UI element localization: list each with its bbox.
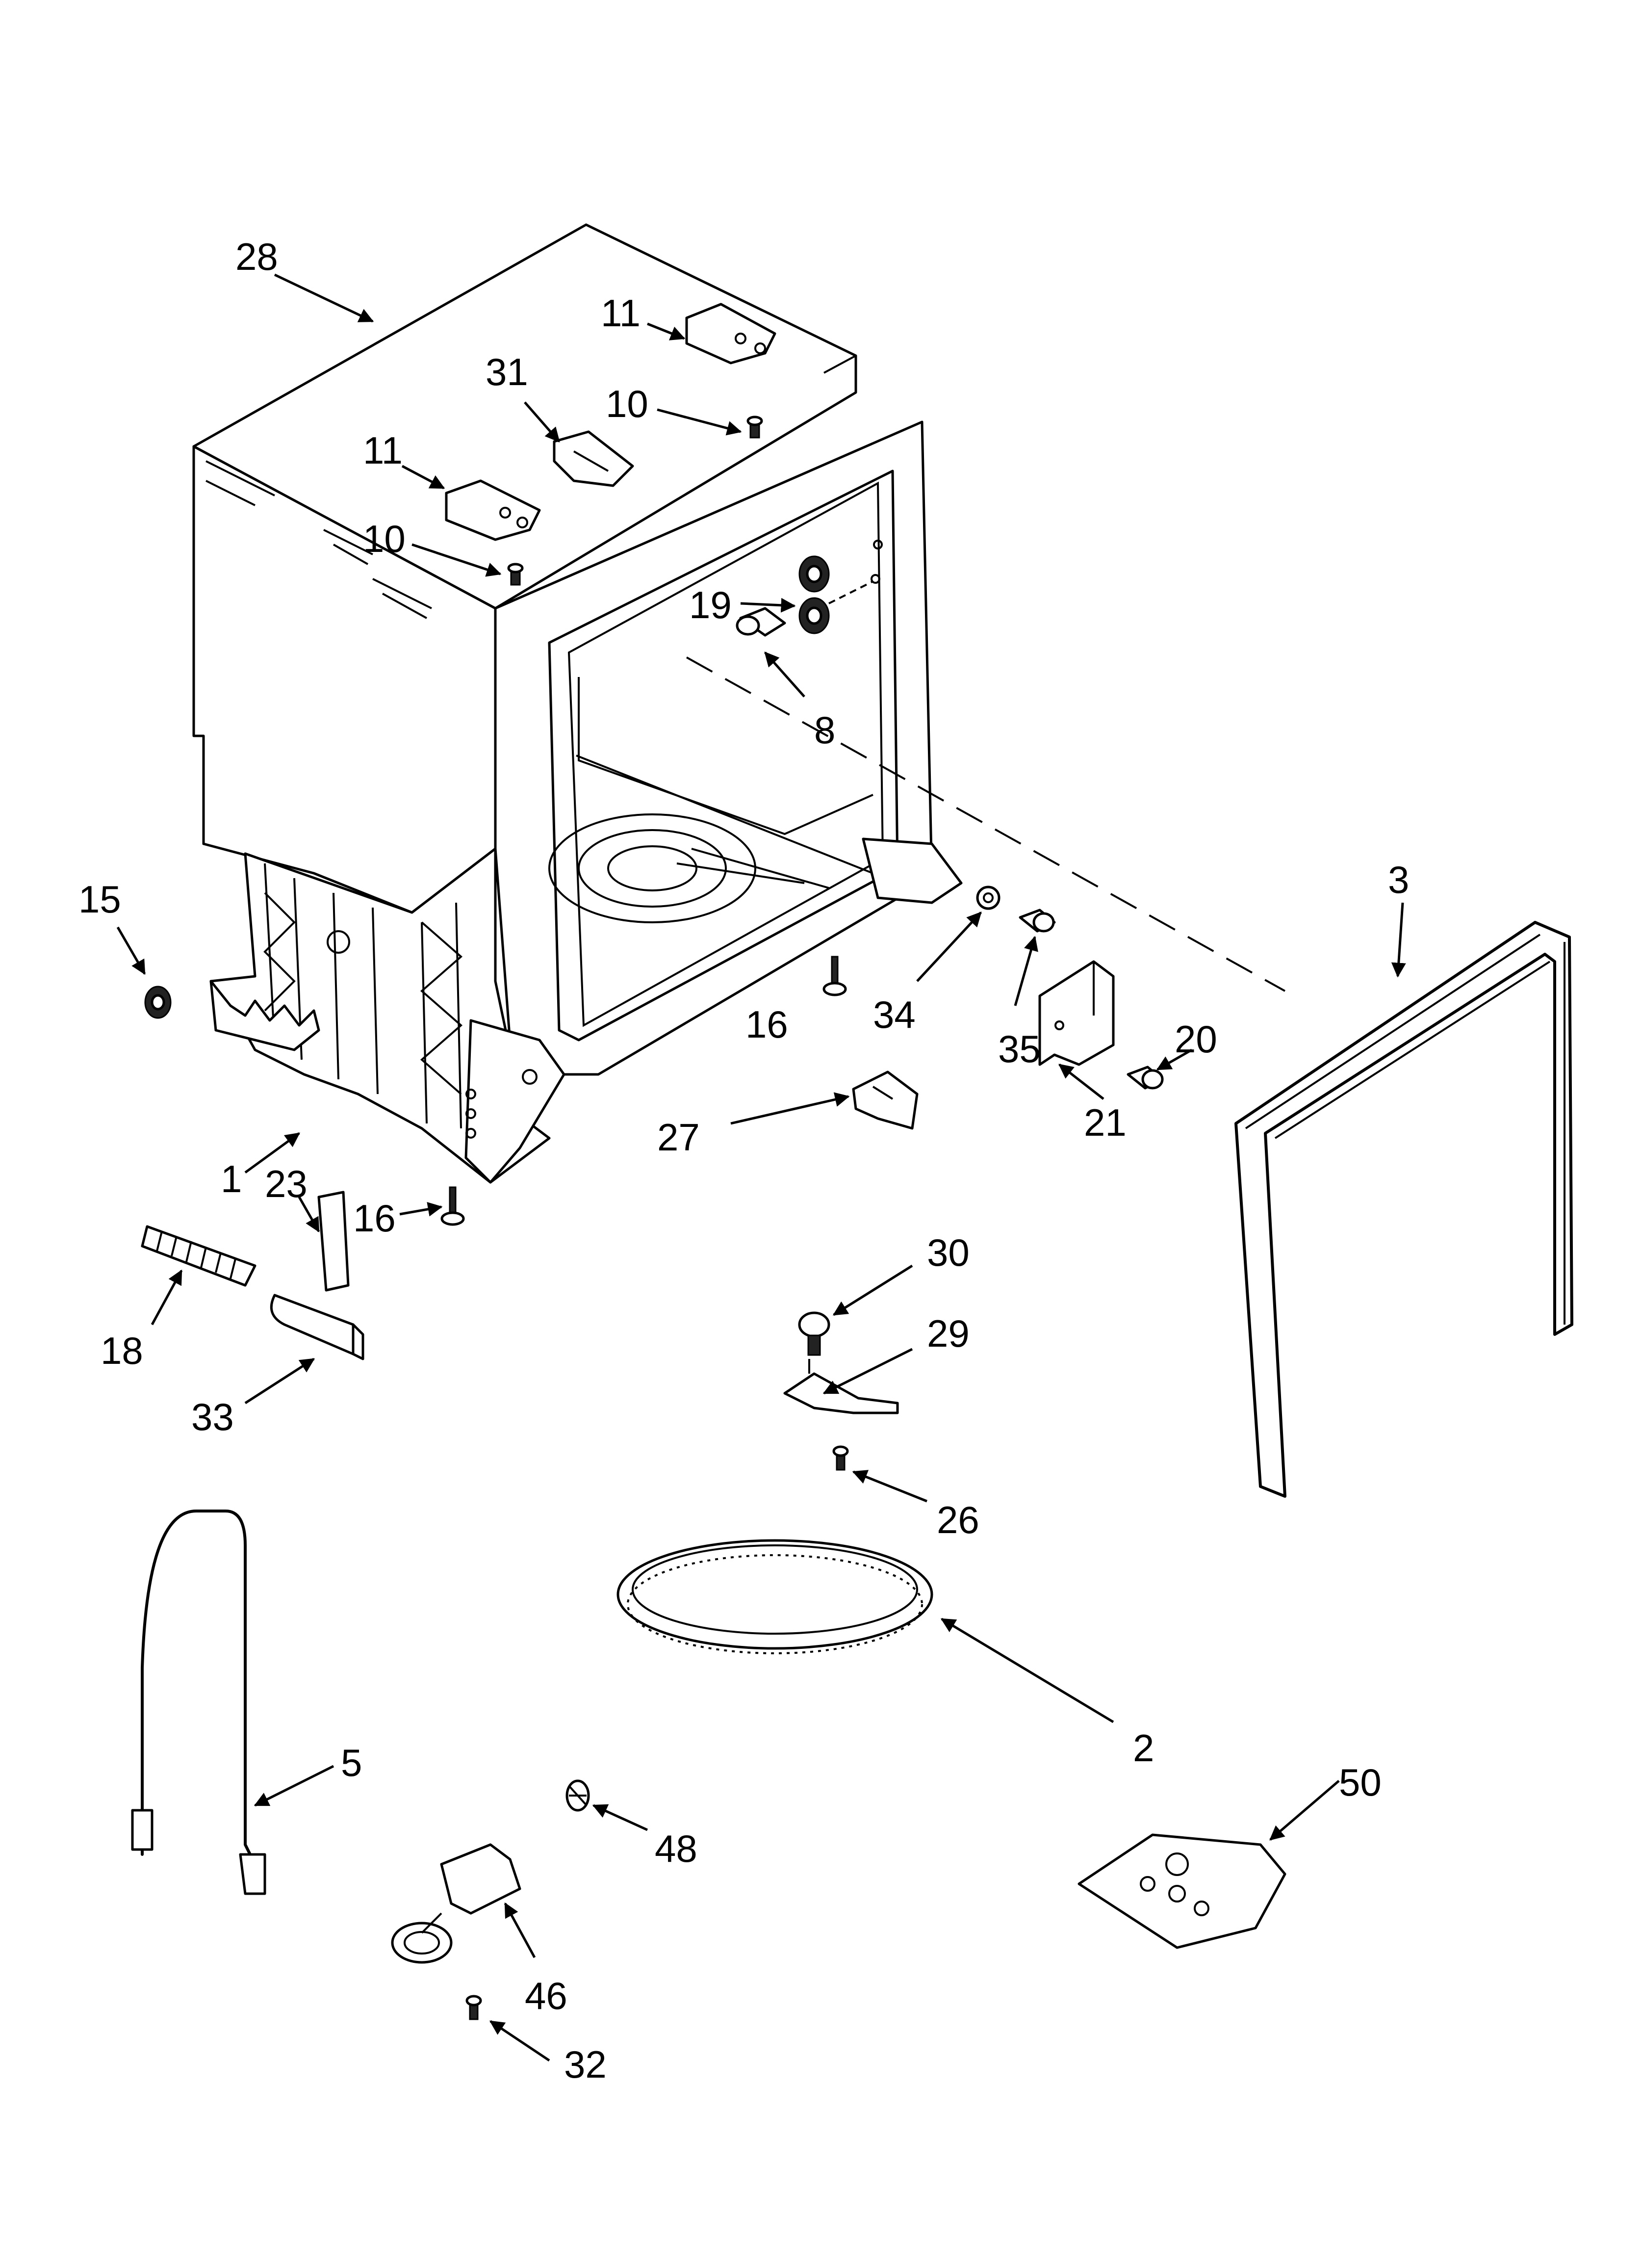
hinge-bracket-left — [445, 479, 541, 541]
callout-15: 15 — [78, 878, 121, 921]
callout-16-right: 16 — [745, 1003, 788, 1046]
callout-11-left: 11 — [363, 429, 403, 472]
hinge-bracket-top — [685, 303, 776, 365]
roller-19 — [798, 540, 883, 634]
bracket-29 — [783, 1359, 899, 1414]
callout-29: 29 — [927, 1312, 970, 1355]
screw-35 — [1019, 909, 1056, 933]
leader-lines — [116, 273, 1406, 2062]
callout-35: 35 — [998, 1027, 1041, 1070]
callout-10-top: 10 — [606, 382, 648, 425]
callout-31: 31 — [486, 350, 528, 393]
bracket-21 — [1038, 960, 1115, 1066]
washer-34 — [976, 886, 1001, 910]
callout-18: 18 — [101, 1329, 143, 1372]
thermostat-30 — [798, 1311, 830, 1356]
clip-48 — [565, 1779, 590, 1812]
callout-10-left: 10 — [363, 517, 406, 560]
callout-26: 26 — [937, 1498, 979, 1541]
bumper-16-left — [440, 1186, 465, 1226]
spring-18 — [141, 1225, 257, 1287]
screw-10-top — [746, 416, 763, 439]
callout-21: 21 — [1084, 1101, 1127, 1144]
callout-48: 48 — [655, 1827, 697, 1870]
clip-31 — [553, 430, 634, 487]
callout-30: 30 — [927, 1231, 970, 1274]
parts-bag-50 — [1078, 1833, 1286, 1949]
callout-1: 1 — [221, 1157, 242, 1200]
callout-28: 28 — [235, 235, 278, 278]
screw-8 — [736, 607, 786, 637]
wire-harness-5 — [131, 1510, 266, 1895]
callout-3: 3 — [1388, 858, 1409, 901]
float-switch-46 — [391, 1843, 521, 1964]
callout-8: 8 — [814, 708, 835, 752]
callout-labels: 28 11 10 31 11 10 19 8 15 3 16 34 35 20 … — [78, 235, 1409, 2086]
callout-33: 33 — [191, 1395, 234, 1438]
cover-33 — [270, 1294, 364, 1360]
screw-10-left — [507, 563, 524, 586]
callout-32: 32 — [564, 2043, 607, 2086]
nut-15 — [144, 986, 172, 1019]
screw-20 — [1127, 1066, 1164, 1090]
callout-20: 20 — [1175, 1017, 1217, 1061]
callout-46: 46 — [525, 1974, 567, 2017]
strip-23 — [317, 1191, 350, 1292]
callout-2: 2 — [1133, 1726, 1154, 1770]
callout-16-left: 16 — [353, 1197, 396, 1240]
tub-assembly — [192, 223, 963, 1184]
callout-11-top: 11 — [601, 291, 641, 335]
screw-32 — [465, 1995, 482, 2020]
callout-50: 50 — [1339, 1761, 1382, 1804]
clip-27 — [852, 1070, 919, 1130]
door-gasket-3 — [1234, 921, 1573, 1498]
callout-27: 27 — [657, 1116, 700, 1159]
callout-5: 5 — [341, 1741, 362, 1784]
callout-34: 34 — [873, 993, 916, 1036]
gasket-ring-2 — [616, 1539, 933, 1654]
callout-19: 19 — [689, 583, 732, 626]
screw-26 — [832, 1445, 849, 1471]
bumper-16-right — [822, 956, 847, 996]
callout-23: 23 — [265, 1162, 308, 1205]
